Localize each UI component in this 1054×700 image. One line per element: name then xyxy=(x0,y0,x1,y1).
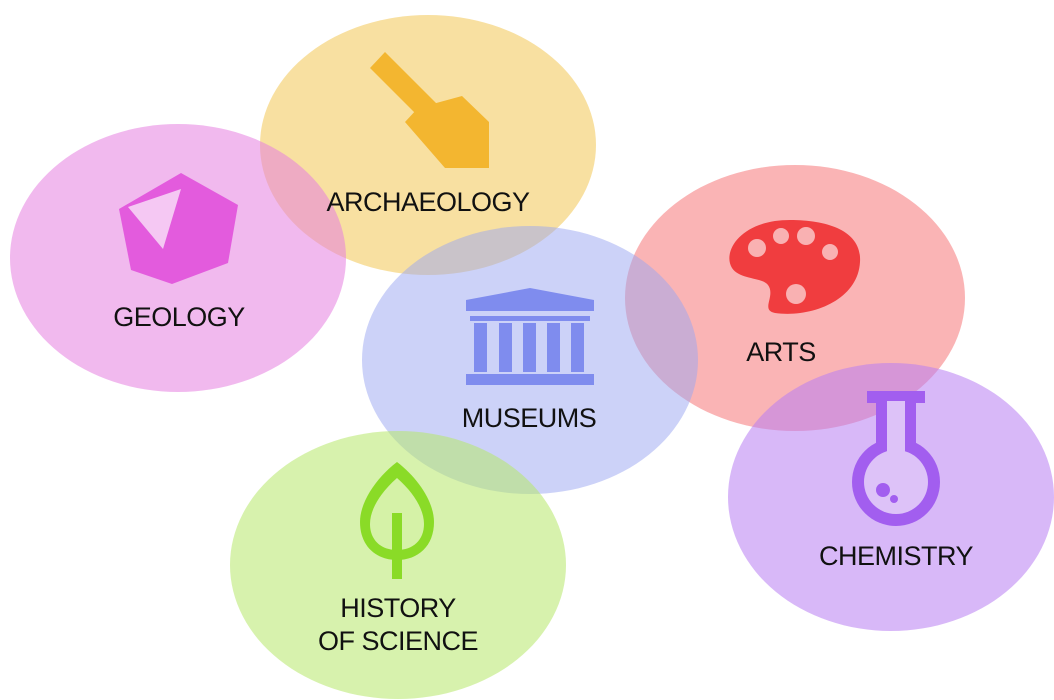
history-of-science-label-line2: OF SCIENCE xyxy=(318,626,478,656)
museum-icon xyxy=(466,288,594,385)
shovel-icon xyxy=(370,52,489,168)
flask-icon xyxy=(852,391,940,526)
topic-labels: ARCHAEOLOGY GEOLOGY MUSEUMS ARTS CHEMIST… xyxy=(113,187,974,656)
palette-icon xyxy=(729,220,861,314)
crystal-icon xyxy=(119,173,238,284)
museums-label: MUSEUMS xyxy=(462,403,597,433)
leaf-icon xyxy=(360,462,434,579)
history-of-science-label-line1: HISTORY xyxy=(340,593,456,623)
arts-label: ARTS xyxy=(746,337,816,367)
geology-label: GEOLOGY xyxy=(113,302,245,332)
archaeology-label: ARCHAEOLOGY xyxy=(326,187,530,217)
chemistry-label: CHEMISTRY xyxy=(819,541,974,571)
